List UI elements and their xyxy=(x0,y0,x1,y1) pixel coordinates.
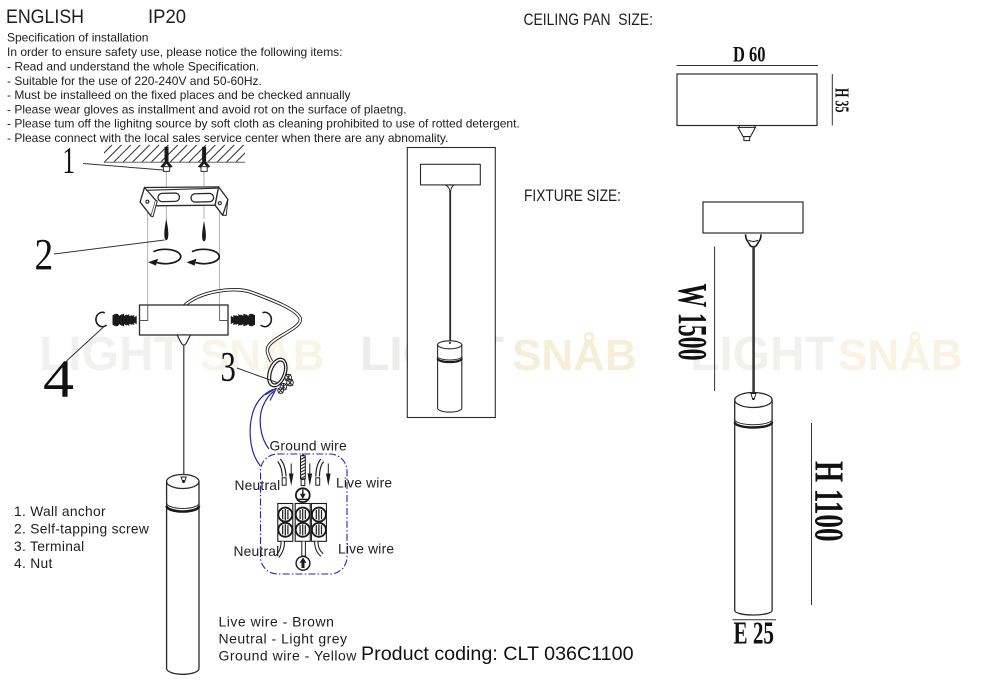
svg-text:In order to ensure safety use,: In order to ensure safety use, please no… xyxy=(7,45,343,59)
svg-text:IP20: IP20 xyxy=(148,7,186,28)
svg-text:2: 2 xyxy=(35,230,54,278)
svg-text:Product coding: CLT 036C1100: Product coding: CLT 036C1100 xyxy=(361,643,634,665)
svg-text:- Suitable for the use of 220-: - Suitable for the use of 220-240V and 5… xyxy=(7,74,262,88)
svg-text:Ground wire: Ground wire xyxy=(270,439,347,454)
svg-text:Neutral: Neutral xyxy=(235,478,281,493)
svg-text:E 25: E 25 xyxy=(734,615,775,651)
svg-text:1: 1 xyxy=(63,140,76,182)
svg-text:CEILING PAN SIZE:: CEILING PAN SIZE: xyxy=(524,10,654,29)
svg-text:ENGLISH: ENGLISH xyxy=(6,7,84,28)
svg-text:Neutral - Light grey: Neutral - Light grey xyxy=(219,631,348,647)
svg-text:- Must be installeed on the fi: - Must be installeed on the fixed places… xyxy=(7,88,351,102)
svg-text:Live wire: Live wire xyxy=(338,542,394,557)
svg-text:- Please wear gloves as instal: - Please wear gloves as installment and … xyxy=(7,103,407,117)
svg-text:3: 3 xyxy=(221,343,236,390)
svg-text:- Please tum off the lighitng: - Please tum off the lighitng source by … xyxy=(7,117,520,131)
svg-text:Live wire - Brown: Live wire - Brown xyxy=(219,614,335,630)
svg-text:SNÅB: SNÅB xyxy=(512,331,637,380)
svg-text:LIGHT: LIGHT xyxy=(39,328,183,381)
svg-text:H 35: H 35 xyxy=(831,88,852,113)
svg-text:- Read and understand the whol: - Read and understand the whole Specific… xyxy=(7,60,259,74)
svg-text:Live wire: Live wire xyxy=(336,476,392,491)
svg-text:Ground wire - Yellow: Ground wire - Yellow xyxy=(219,648,358,664)
svg-text:LIGHT: LIGHT xyxy=(690,328,834,381)
svg-text:FIXTURE SIZE:: FIXTURE SIZE: xyxy=(524,186,621,205)
svg-text:W 1500: W 1500 xyxy=(670,284,716,361)
svg-text:2. Self-tapping screw: 2. Self-tapping screw xyxy=(14,522,149,537)
svg-text:SNÅB: SNÅB xyxy=(200,331,325,380)
svg-text:H 1100: H 1100 xyxy=(807,461,853,542)
svg-text:Neutral: Neutral xyxy=(234,544,280,559)
svg-text:1. Wall anchor: 1. Wall anchor xyxy=(14,504,106,519)
svg-text:- Please connect with the loca: - Please connect with the local sales se… xyxy=(7,131,448,145)
svg-text:3. Terminal: 3. Terminal xyxy=(14,539,85,554)
svg-text:4. Nut: 4. Nut xyxy=(14,556,53,571)
svg-text:D 60: D 60 xyxy=(733,42,766,67)
svg-text:Specification of installation: Specification of installation xyxy=(7,31,148,45)
svg-text:SNÅB: SNÅB xyxy=(838,331,963,380)
